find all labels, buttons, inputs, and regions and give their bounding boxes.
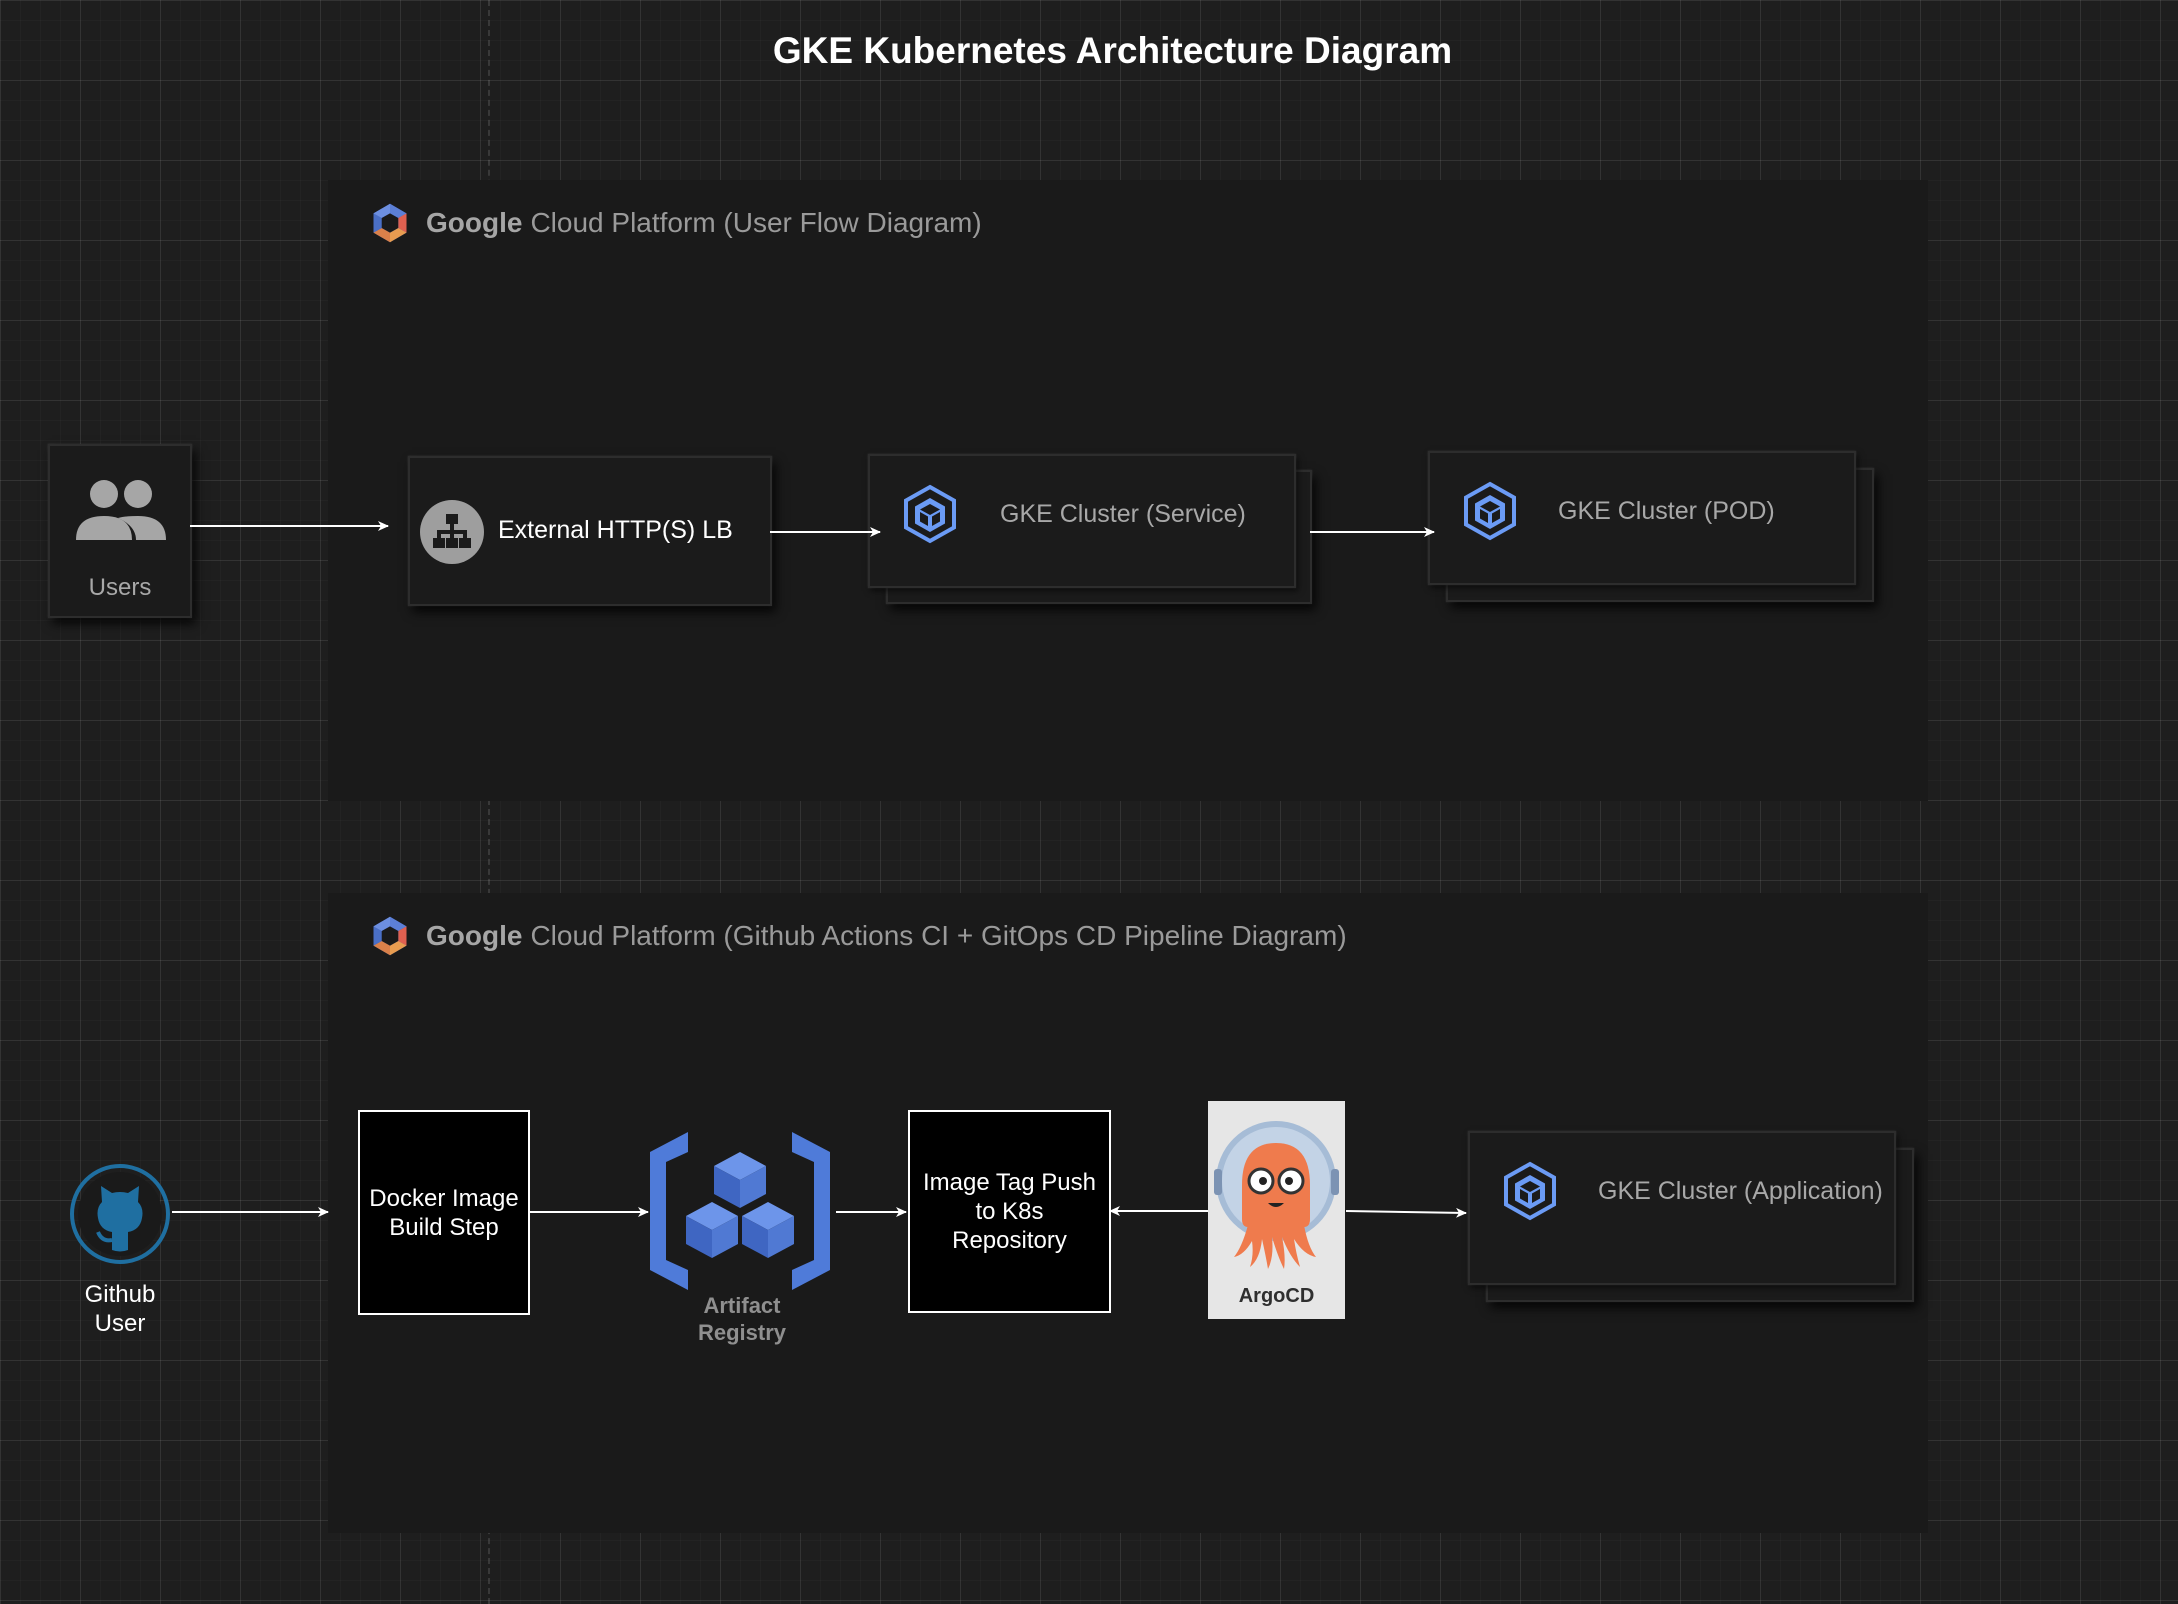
gke-icon <box>1504 1161 1556 1221</box>
gke-service-label: GKE Cluster (Service) <box>1000 500 1246 528</box>
load-balancer-icon <box>420 500 484 564</box>
argocd-label: ArgoCD <box>1238 1285 1315 1307</box>
gke-pod-label: GKE Cluster (POD) <box>1558 497 1775 525</box>
github-user-label: Github User <box>84 1281 156 1337</box>
docker-build-node[interactable]: Docker Image Build Step <box>358 1110 530 1315</box>
load-balancer-node[interactable]: External HTTP(S) LB <box>408 456 772 606</box>
guide-line <box>488 0 490 1604</box>
panel-title: Cloud Platform (Github Actions CI + GitO… <box>530 920 1347 951</box>
gke-application-node[interactable]: GKE Cluster (Application) <box>1468 1131 1896 1285</box>
argocd-node[interactable]: ArgoCD <box>1208 1101 1345 1319</box>
panel-brand: Google <box>426 920 523 951</box>
google-cloud-icon <box>373 916 407 956</box>
panel-title: Cloud Platform (User Flow Diagram) <box>530 207 982 238</box>
gke-service-node[interactable]: GKE Cluster (Service) <box>868 454 1296 588</box>
image-tag-push-label: Image Tag Push to K8s Repository <box>922 1169 1096 1254</box>
github-icon[interactable] <box>68 1162 172 1266</box>
diagram-title: GKE Kubernetes Architecture Diagram <box>772 30 1453 71</box>
gke-application-label: GKE Cluster (Application) <box>1598 1177 1883 1205</box>
docker-build-label: Docker Image Build Step <box>369 1184 519 1241</box>
image-tag-push-node[interactable]: Image Tag Push to K8s Repository <box>908 1110 1111 1313</box>
pipeline-panel-header: Google Cloud Platform (Github Actions CI… <box>368 913 1347 959</box>
users-icon <box>76 480 166 540</box>
artifact-registry-icon[interactable] <box>644 1130 836 1292</box>
users-node[interactable]: Users <box>48 444 192 618</box>
load-balancer-label: External HTTP(S) LB <box>498 516 733 544</box>
users-label: Users <box>88 574 152 601</box>
panel-brand: Google <box>426 207 523 238</box>
gke-pod-node[interactable]: GKE Cluster (POD) <box>1428 451 1856 585</box>
argocd-icon <box>1214 1121 1339 1269</box>
user-flow-panel-header: Google Cloud Platform (User Flow Diagram… <box>368 200 982 246</box>
gke-icon <box>904 484 956 544</box>
artifact-registry-label: Artifact Registry <box>697 1293 787 1345</box>
gke-icon <box>1464 481 1516 541</box>
google-cloud-icon <box>373 203 407 243</box>
